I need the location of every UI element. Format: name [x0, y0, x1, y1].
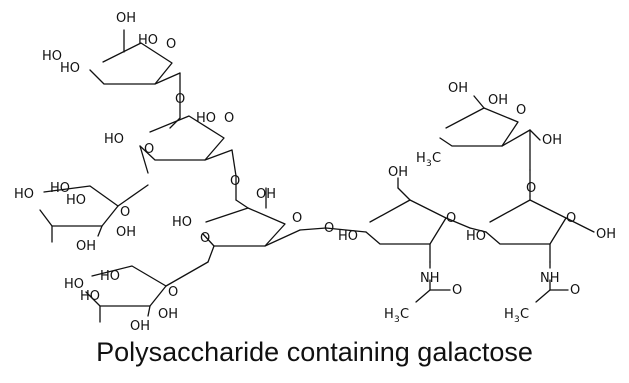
- label-o: O: [526, 181, 536, 196]
- label-o: O: [230, 174, 240, 189]
- label-ho: HO: [50, 181, 70, 196]
- label-oh: OH: [448, 81, 468, 96]
- label-h3c-sub: 3: [394, 315, 400, 325]
- label-nh: NH: [420, 271, 440, 286]
- label-o: O: [144, 142, 154, 157]
- polysaccharide-structure: OH HO HO HO O O HO HO O O O HO HO HO OH …: [14, 11, 616, 334]
- label-oh: OH: [158, 307, 178, 322]
- label-o: O: [566, 211, 576, 226]
- label-ho: HO: [80, 289, 100, 304]
- label-oh: OH: [130, 319, 150, 334]
- label-oh: OH: [76, 239, 96, 254]
- label-nh: NH: [540, 271, 560, 286]
- label-o: O: [570, 283, 580, 298]
- label-ho: HO: [42, 49, 62, 64]
- label-h3c-h: H: [416, 151, 426, 166]
- ring-glcnac-reducing: HO O OH NH O H 3 C: [466, 195, 616, 325]
- ring-fucose: OH OH OH O H 3 C O: [416, 81, 562, 197]
- label-oh: OH: [256, 187, 276, 202]
- label-h3c-sub: 3: [426, 159, 432, 169]
- label-o: O: [168, 285, 178, 300]
- label-oh: OH: [116, 225, 136, 240]
- label-o: O: [292, 211, 302, 226]
- label-ho: HO: [172, 215, 192, 230]
- label-ho: HO: [138, 33, 158, 48]
- label-h3c-c: C: [400, 307, 409, 322]
- label-h3c-sub: 3: [514, 315, 520, 325]
- label-o: O: [200, 231, 210, 246]
- label-oh: OH: [388, 165, 408, 180]
- label-o: O: [175, 92, 185, 107]
- label-h3c-c: C: [520, 307, 529, 322]
- label-h3c-h: H: [384, 307, 394, 322]
- ring-bottom-left: HO HO HO OH OH O: [64, 261, 209, 334]
- label-oh: OH: [116, 11, 136, 26]
- ring-glcnac-middle: OH HO O NH O H 3 C: [325, 165, 471, 325]
- label-oh-cut: OH: [596, 227, 616, 242]
- ring-middle: HO HO O O O: [104, 111, 240, 201]
- label-ho: HO: [14, 187, 34, 202]
- label-ho: HO: [100, 269, 120, 284]
- label-o: O: [446, 211, 456, 226]
- label-h3c-c: C: [432, 151, 441, 166]
- ring-top: OH HO HO HO O O: [42, 11, 185, 119]
- ring-left: HO HO HO OH OH O: [14, 181, 149, 254]
- label-o: O: [166, 37, 176, 52]
- label-ho: HO: [64, 277, 84, 292]
- label-o: O: [516, 103, 526, 118]
- label-ho: HO: [104, 132, 124, 147]
- label-ho: HO: [338, 229, 358, 244]
- label-h3c-h: H: [504, 307, 514, 322]
- label-o: O: [120, 205, 130, 220]
- ring-center: HO OH O O O: [172, 187, 334, 263]
- label-ho: HO: [60, 61, 80, 76]
- figure-caption: Polysaccharide containing galactose: [96, 337, 533, 367]
- label-o: O: [224, 111, 234, 126]
- label-o: O: [452, 283, 462, 298]
- label-ho: HO: [196, 111, 216, 126]
- label-ho: HO: [466, 229, 486, 244]
- label-ho: HO: [66, 193, 86, 208]
- label-oh: OH: [542, 133, 562, 148]
- label-oh: OH: [488, 93, 508, 108]
